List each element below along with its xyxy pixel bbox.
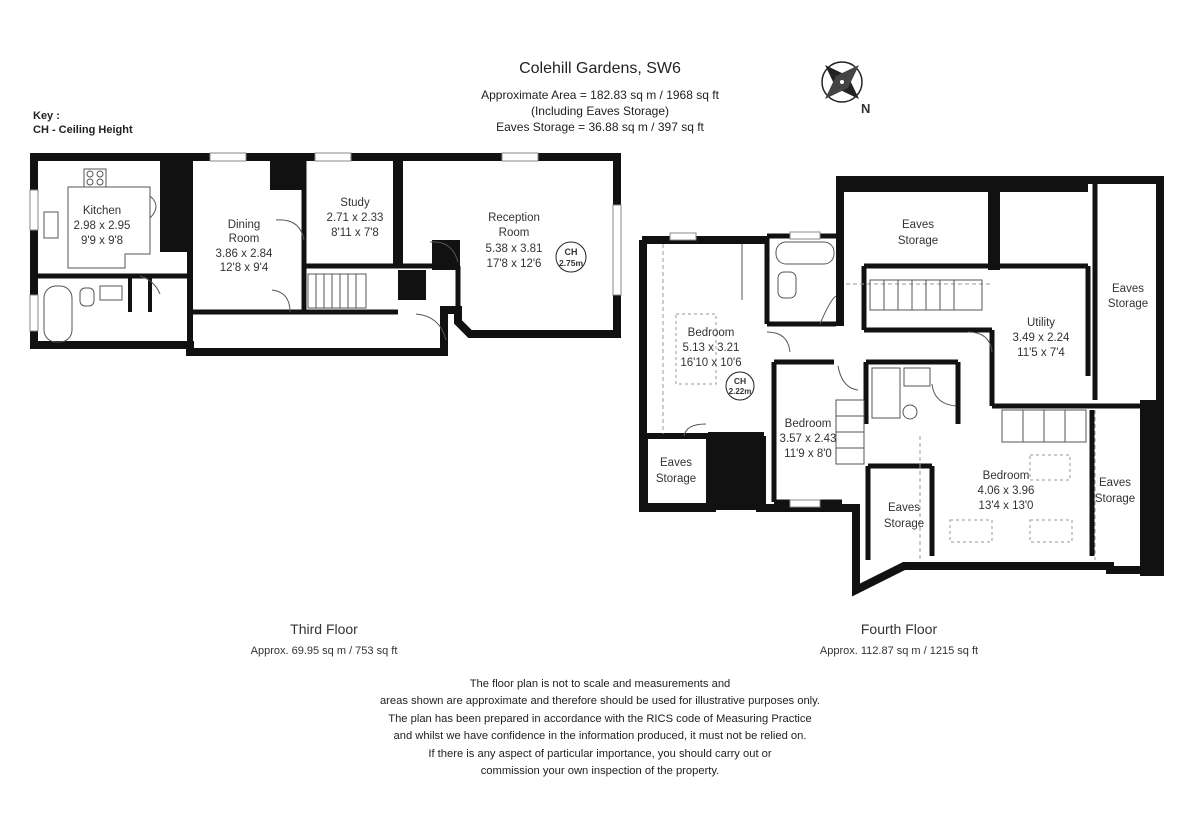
dining-room-label: Dining	[228, 219, 261, 231]
dining-room-metric: 3.86 x 2.84	[216, 248, 274, 260]
third-floor-plan	[29, 152, 622, 356]
bedroom-2-label: Bedroom	[785, 418, 832, 430]
eaves-storage-mid-label-2: Storage	[884, 518, 924, 530]
disclaimer-line: and whilst we have confidence in the inf…	[393, 730, 807, 743]
eaves-storage-right-bottom-label-2: Storage	[1095, 493, 1135, 505]
utility-imperial: 11'5 x 7'4	[1017, 347, 1065, 359]
bedroom-1-imperial: 16'10 x 10'6	[680, 357, 741, 369]
kitchen-label: Kitchen	[83, 205, 121, 217]
third-floor-area: Approx. 69.95 sq m / 753 sq ft	[251, 645, 398, 657]
disclaimer-line: commission your own inspection of the pr…	[480, 765, 720, 778]
reception-room-label-2: Room	[499, 227, 530, 239]
approximate-area: Approximate Area = 182.83 sq m / 1968 sq…	[481, 88, 719, 102]
dining-room-label-2: Room	[229, 233, 260, 245]
disclaimer: The floor plan is not to scale and measu…	[300, 676, 900, 780]
study-label: Study	[340, 197, 370, 209]
disclaimer-line: The plan has been prepared in accordance…	[388, 712, 812, 725]
utility-metric: 3.49 x 2.24	[1013, 332, 1071, 344]
eaves-storage-right-top-label: Eaves	[1112, 283, 1144, 295]
eaves-storage-right-bottom-label: Eaves	[1099, 477, 1131, 489]
bedroom-3-label: Bedroom	[983, 470, 1030, 482]
disclaimer-line: The floor plan is not to scale and measu…	[469, 678, 731, 690]
bedroom-1-label: Bedroom	[688, 327, 735, 339]
key-title: Key :	[33, 110, 60, 122]
compass-north-label: N	[861, 101, 870, 116]
eaves-storage-left-label-2: Storage	[656, 473, 696, 485]
bedroom-2-imperial: 11'9 x 8'0	[784, 448, 832, 460]
key-ceiling-height: CH - Ceiling Height	[33, 124, 133, 136]
plan-title: Colehill Gardens, SW6	[519, 60, 681, 77]
eaves-storage-mid-label: Eaves	[888, 502, 920, 514]
ch-badge-third: CH 2.75m	[555, 241, 587, 273]
eaves-storage-right-top-label-2: Storage	[1108, 298, 1148, 310]
fourth-floor-area: Approx. 112.87 sq m / 1215 sq ft	[820, 645, 978, 657]
bedroom-3-metric: 4.06 x 3.96	[978, 485, 1035, 497]
reception-room-metric: 5.38 x 3.81	[486, 243, 543, 255]
study-metric: 2.71 x 2.33	[327, 212, 384, 224]
eaves-storage-top-label-2: Storage	[898, 235, 938, 247]
dining-room-imperial: 12'8 x 9'4	[220, 262, 269, 274]
ch-badge-third-value: 2.75m	[559, 258, 584, 268]
ch-badge-fourth: CH 2.22m	[725, 371, 755, 401]
area-note: (Including Eaves Storage)	[530, 104, 670, 118]
ch-badge-fourth-label: CH	[734, 376, 746, 386]
utility-label: Utility	[1027, 317, 1055, 329]
kitchen-metric: 2.98 x 2.95	[74, 220, 131, 232]
fourth-floor-title: Fourth Floor	[861, 621, 938, 637]
disclaimer-line: If there is any aspect of particular imp…	[428, 747, 772, 760]
reception-room-label: Reception	[488, 212, 540, 224]
ch-badge-third-label: CH	[565, 247, 578, 257]
eaves-storage-left-label: Eaves	[660, 457, 692, 469]
third-floor-title: Third Floor	[290, 621, 358, 637]
eaves-storage-area: Eaves Storage = 36.88 sq m / 397 sq ft	[496, 120, 704, 134]
bedroom-3-imperial: 13'4 x 13'0	[979, 500, 1034, 512]
bedroom-1-metric: 5.13 x 3.21	[683, 342, 740, 354]
compass-icon	[821, 61, 863, 103]
bedroom-2-metric: 3.57 x 2.43	[780, 433, 837, 445]
eaves-storage-top-label: Eaves	[902, 219, 934, 231]
disclaimer-line: areas shown are approximate and therefor…	[379, 695, 821, 708]
kitchen-imperial: 9'9 x 9'8	[81, 235, 123, 247]
fourth-floor-plan	[639, 176, 1164, 597]
ch-badge-fourth-value: 2.22m	[729, 387, 752, 396]
study-imperial: 8'11 x 7'8	[331, 227, 379, 239]
reception-room-imperial: 17'8 x 12'6	[487, 258, 542, 270]
